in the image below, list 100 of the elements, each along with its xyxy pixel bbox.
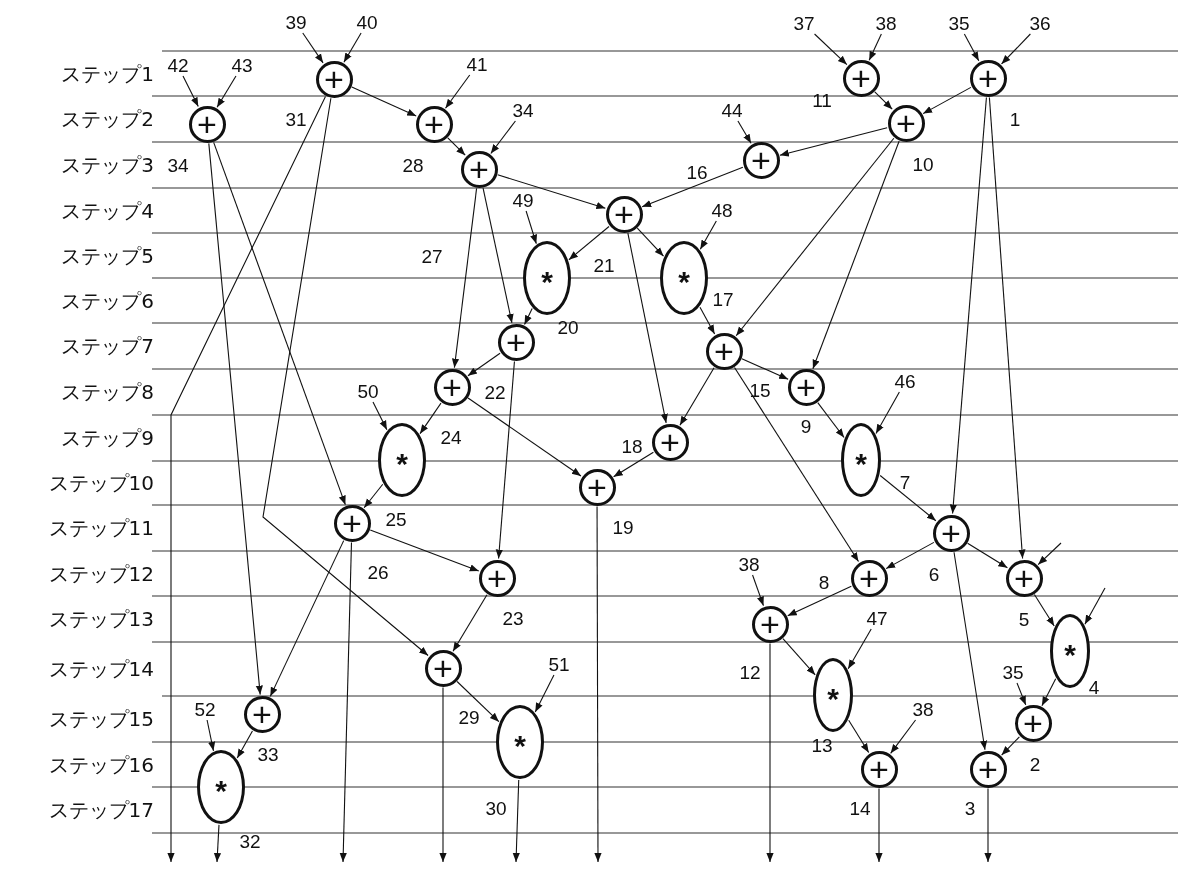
add-operation-circle: +: [860, 750, 898, 788]
add-operation-circle: +: [742, 141, 780, 179]
add-operation-circle: +: [605, 195, 643, 233]
add-operation-circle: +: [842, 59, 880, 97]
variable-label: 28: [402, 155, 424, 177]
variable-label: 8: [818, 572, 830, 594]
arrow: [963, 33, 980, 62]
variable-label: 23: [502, 608, 524, 630]
variable-label: 6: [928, 564, 940, 586]
add-operation-circle: +: [333, 504, 371, 542]
input-variable-label: 37: [793, 13, 815, 35]
add-operation-circle: +: [424, 649, 462, 687]
arrow: [467, 352, 501, 377]
input-variable-label: 51: [548, 654, 570, 676]
arrow: [351, 86, 417, 117]
add-operation-circle: +: [969, 750, 1007, 788]
multiply-operation-ellipse: *: [660, 241, 708, 315]
variable-label: 22: [484, 382, 506, 404]
arrow: [1001, 736, 1020, 756]
multiply-operation-ellipse: *: [1050, 614, 1090, 688]
step-label: ステップ17: [47, 797, 154, 823]
arrow: [213, 824, 222, 863]
multiply-operation-ellipse: *: [496, 705, 544, 779]
add-operation-circle: +: [787, 368, 825, 406]
arrow: [213, 141, 346, 506]
add-operation-circle: +: [315, 60, 353, 98]
variable-label: 7: [899, 472, 911, 494]
step-label: ステップ6: [60, 287, 154, 314]
arrow: [812, 140, 900, 370]
variable-label: 33: [257, 744, 279, 766]
input-variable-label: 46: [894, 371, 916, 393]
arrow: [419, 402, 442, 435]
variable-label: 5: [1018, 609, 1030, 631]
arrow: [206, 719, 216, 752]
step-label: ステップ11: [47, 515, 154, 541]
arrow: [439, 686, 447, 863]
arrow: [787, 585, 852, 617]
variable-label: 12: [739, 662, 761, 684]
step-label: ステップ12: [47, 560, 154, 587]
arrow: [497, 174, 606, 209]
input-variable-label: 38: [875, 13, 897, 35]
add-operation-circle: +: [651, 423, 689, 461]
arrow: [874, 91, 893, 110]
step-label: ステップ16: [47, 751, 154, 778]
arrow: [451, 187, 478, 369]
arrow: [875, 787, 883, 863]
input-variable-label: 43: [231, 55, 253, 77]
add-operation-circle: +: [243, 695, 281, 733]
variable-label: 32: [239, 831, 261, 853]
variable-label: 1: [1009, 109, 1021, 131]
step-label: ステップ7: [60, 333, 154, 359]
input-variable-label: 41: [466, 54, 488, 76]
step-label: ステップ1: [60, 60, 154, 87]
variable-label: 2: [1029, 754, 1041, 776]
arrow: [182, 75, 199, 108]
arrow: [568, 225, 610, 261]
step-label: ステップ9: [60, 425, 154, 451]
arrow: [984, 787, 992, 863]
variable-label: 10: [912, 154, 934, 176]
arrow: [752, 574, 764, 607]
add-operation-circle: +: [497, 323, 535, 361]
step-label: ステップ8: [60, 379, 154, 405]
multiply-operation-ellipse: *: [523, 241, 571, 315]
add-operation-circle: +: [705, 332, 743, 370]
input-variable-label: 36: [1029, 13, 1051, 35]
multiply-operation-ellipse: *: [197, 750, 245, 824]
arrow: [868, 33, 882, 61]
arrow: [302, 32, 324, 64]
arrow: [208, 142, 263, 696]
variable-label: 20: [557, 317, 579, 339]
arrow: [636, 227, 665, 257]
arrow: [817, 402, 845, 439]
arrow: [679, 367, 715, 426]
arrow: [890, 719, 917, 754]
step-label: ステップ15: [47, 706, 154, 732]
add-operation-circle: +: [433, 368, 471, 406]
arrow: [1001, 33, 1031, 65]
arrow: [922, 86, 972, 115]
variable-label: 15: [749, 380, 771, 402]
input-variable-label: 35: [948, 13, 970, 35]
add-operation-circle: +: [460, 150, 498, 188]
step-label: ステップ5: [60, 242, 154, 269]
variable-label: 16: [686, 162, 708, 184]
arrow: [949, 96, 987, 515]
variable-label: 4: [1088, 677, 1100, 699]
variable-label: 9: [800, 416, 812, 438]
arrow: [741, 358, 789, 380]
arrow: [782, 638, 816, 676]
arrow: [167, 96, 327, 863]
arrow: [369, 529, 480, 572]
add-operation-circle: +: [932, 514, 970, 552]
variable-label: 14: [849, 798, 871, 820]
arrow: [236, 730, 253, 759]
arrow: [512, 779, 520, 863]
arrow: [1033, 593, 1055, 627]
add-operation-circle: +: [1014, 704, 1052, 742]
arrow: [447, 137, 466, 156]
arrow: [372, 401, 388, 431]
arrow: [879, 475, 937, 522]
arrow: [216, 75, 237, 108]
